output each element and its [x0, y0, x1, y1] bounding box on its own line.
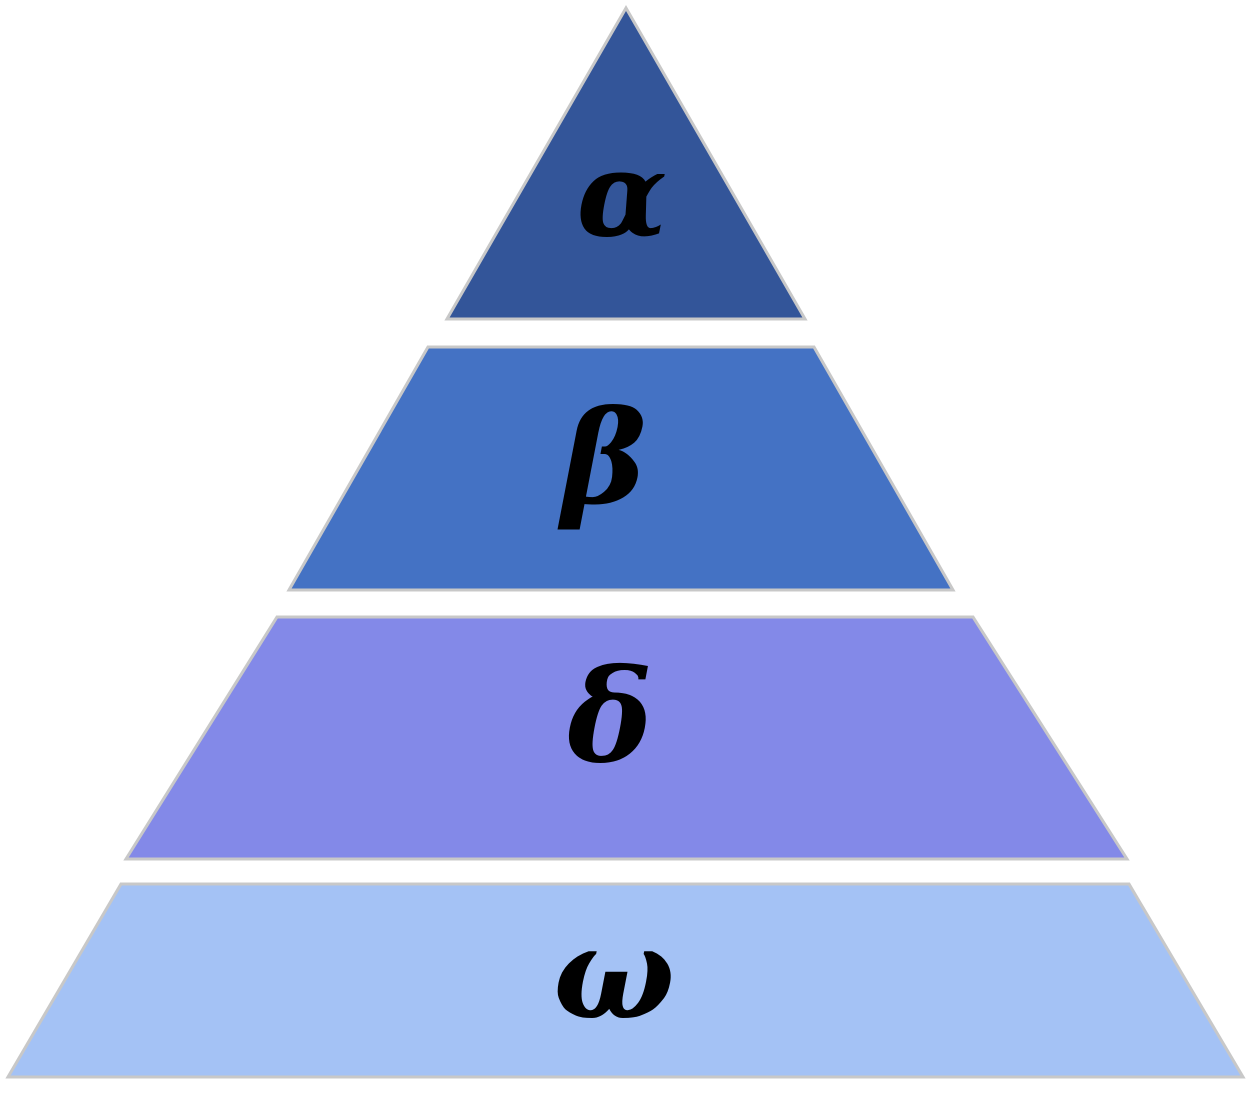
pyramid-tier-delta-shape: [123, 615, 1130, 861]
pyramid-tier-omega-shape: [5, 882, 1246, 1079]
pyramid-tier-omega: ω: [5, 882, 1246, 1079]
pyramid-tier-alpha: α: [444, 4, 808, 321]
pyramid-tier-delta-label: δ: [566, 642, 652, 792]
pyramid-tier-beta-shape: [286, 345, 956, 592]
pyramid-tier-omega-label: ω: [553, 899, 675, 1049]
pyramid-tier-delta: δ: [123, 615, 1130, 861]
pyramid-tier-alpha-shape: [444, 4, 808, 321]
pyramid-tier-alpha-label: α: [577, 125, 668, 264]
pyramid-tier-beta: β: [286, 345, 956, 592]
pyramid-tier-beta-label: β: [558, 384, 647, 534]
